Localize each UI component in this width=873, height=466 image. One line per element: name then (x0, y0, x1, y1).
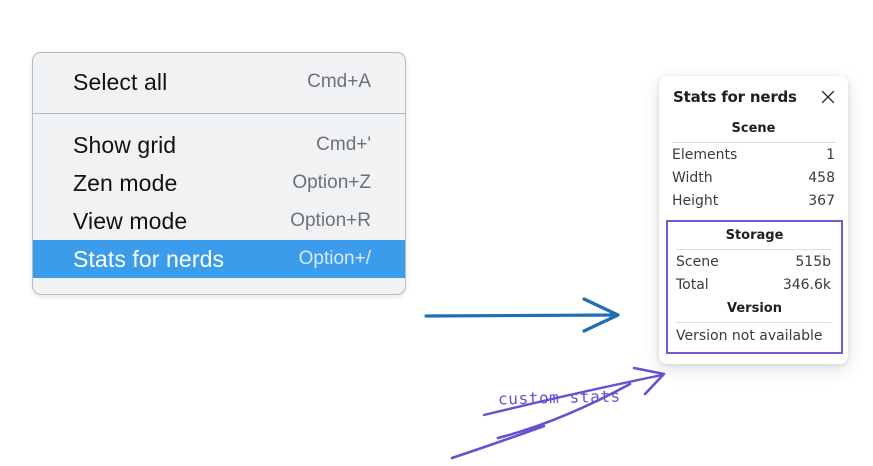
menu-item-shortcut: Option+Z (292, 172, 371, 193)
menu-item-select-all[interactable]: Select all Cmd+A (33, 63, 405, 101)
custom-stats-highlight-box: Storage Scene 515b Total 346.6k Version … (666, 220, 843, 354)
stats-for-nerds-panel: Stats for nerds Scene Elements 1 Width 4… (659, 76, 848, 364)
menu-item-zen-mode[interactable]: Zen mode Option+Z (33, 164, 405, 202)
stats-row-storage-scene: Scene 515b (668, 250, 841, 273)
storage-divider (676, 249, 831, 250)
menu-item-label: Zen mode (73, 169, 178, 196)
menu-item-view-mode[interactable]: View mode Option+R (33, 202, 405, 240)
storage-section-heading: Storage (725, 228, 784, 243)
menu-item-shortcut: Option+/ (298, 248, 371, 269)
stats-panel-header: Stats for nerds (659, 88, 848, 106)
context-menu[interactable]: Select all Cmd+A Show grid Cmd+' Zen mod… (32, 52, 406, 295)
stats-panel-title: Stats for nerds (673, 88, 797, 106)
menu-bottom-padding (33, 278, 405, 294)
annotation-label: custom stats (497, 386, 622, 409)
stats-row-value: 367 (808, 193, 835, 209)
stats-row-key: Elements (672, 147, 738, 163)
annotation-arrows-icon (450, 366, 666, 460)
menu-item-shortcut: Cmd+' (316, 134, 371, 155)
stats-row-elements: Elements 1 (659, 143, 848, 166)
version-section-heading: Version (727, 301, 782, 316)
close-icon[interactable] (820, 89, 836, 105)
menu-item-shortcut: Option+R (290, 210, 371, 231)
stats-row-key: Total (676, 277, 709, 293)
menu-item-label: Select all (73, 68, 168, 95)
menu-item-label: View mode (73, 207, 188, 234)
version-note: Version not available (676, 328, 823, 344)
scene-section: Scene Elements 1 Width 458 Height 367 (659, 116, 848, 214)
stats-row-key: Height (672, 193, 719, 209)
stats-row-height: Height 367 (659, 189, 848, 212)
menu-item-shortcut: Cmd+A (307, 71, 371, 92)
menu-item-show-grid[interactable]: Show grid Cmd+' (33, 126, 405, 164)
stats-row-storage-total: Total 346.6k (668, 273, 841, 296)
stats-row-key: Width (672, 170, 713, 186)
menu-group-bottom: Show grid Cmd+' Zen mode Option+Z View m… (33, 114, 405, 294)
stats-row-width: Width 458 (659, 166, 848, 189)
stats-row-value: 346.6k (782, 277, 831, 293)
stats-row-value: 515b (795, 254, 831, 270)
stats-row-value: 1 (826, 147, 835, 163)
custom-stats-annotation: custom stats (440, 358, 680, 461)
menu-item-label: Stats for nerds (73, 245, 225, 272)
menu-group-top: Select all Cmd+A (33, 53, 405, 113)
stats-row-key: Scene (676, 254, 719, 270)
menu-divider (33, 113, 405, 114)
scene-section-heading: Scene (731, 121, 776, 136)
stats-row-value: 458 (808, 170, 835, 186)
menu-item-label: Show grid (73, 131, 177, 158)
scene-divider (672, 142, 836, 143)
version-divider (676, 322, 831, 323)
arrow-menu-to-panel-icon (424, 297, 620, 333)
menu-item-stats-for-nerds[interactable]: Stats for nerds Option+/ (33, 240, 405, 278)
